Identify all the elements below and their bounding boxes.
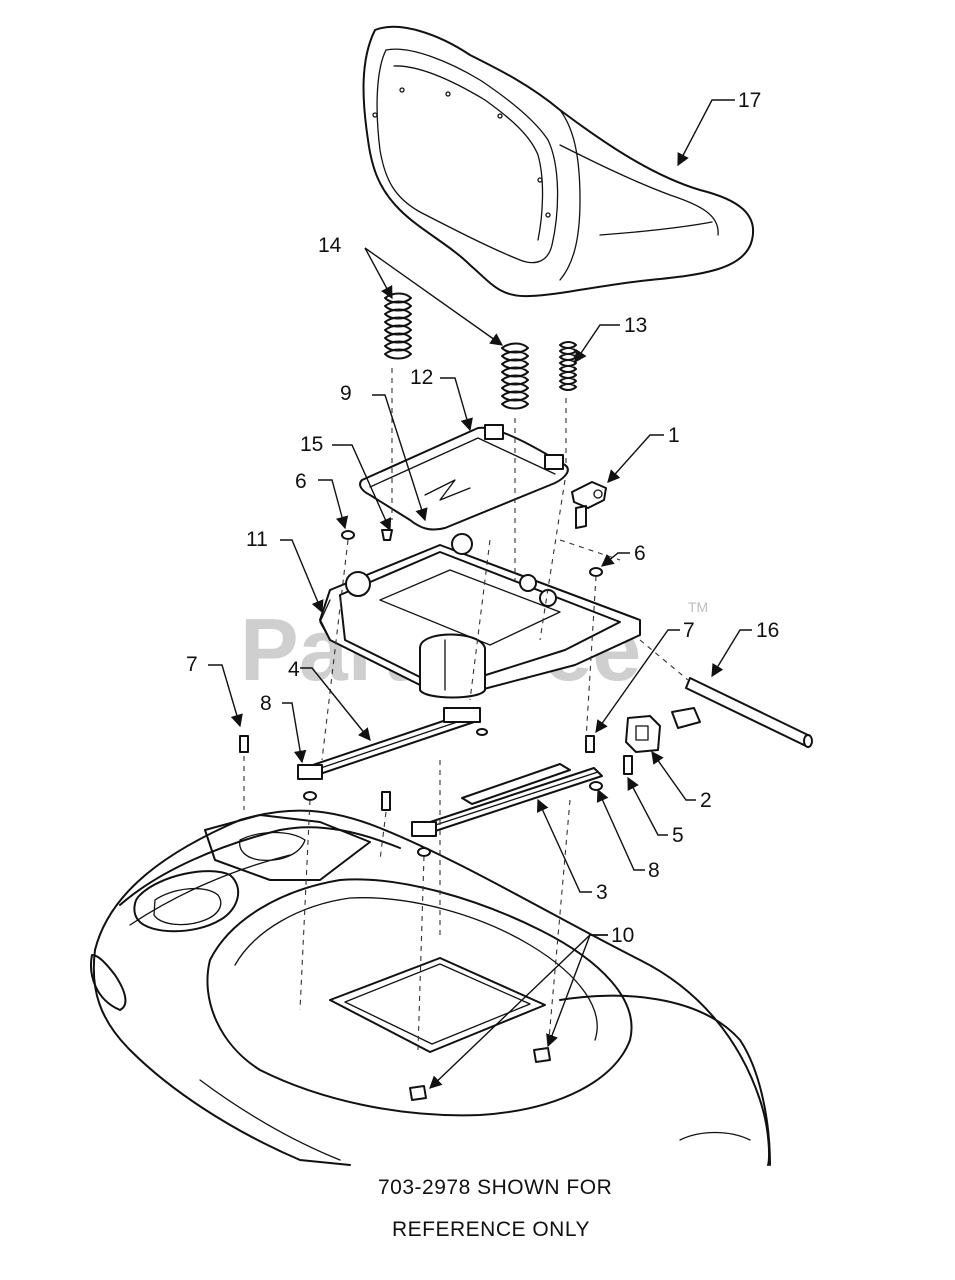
callout-1: 1 <box>668 424 680 447</box>
callout-12: 12 <box>410 366 433 389</box>
callout-16: 16 <box>756 619 779 642</box>
callout-5: 5 <box>672 824 684 847</box>
caption-line-2: REFERENCE ONLY <box>392 1218 590 1241</box>
callout-labels: 17 14 13 12 9 15 1 6 6 11 7 7 16 4 8 8 2… <box>186 89 779 947</box>
callout-10: 10 <box>611 924 634 947</box>
watermark-trademark: TM <box>688 599 708 615</box>
part-11-seat-base <box>319 533 641 699</box>
part-13-small-spring <box>559 341 577 391</box>
part-14-spring-right <box>501 342 529 410</box>
callout-13: 13 <box>624 314 647 337</box>
callout-8-left: 8 <box>260 692 272 715</box>
part-3-seat-rail <box>411 763 603 837</box>
assembly-guide-lines <box>243 368 689 1051</box>
mower-body-fender <box>90 809 771 1166</box>
callout-2: 2 <box>700 789 712 812</box>
callout-14: 14 <box>318 234 342 257</box>
part-1-switch-bracket <box>571 481 607 529</box>
part-17-seat <box>362 25 755 298</box>
callout-3: 3 <box>596 881 608 904</box>
callout-leaders <box>208 99 752 1089</box>
caption-line-1: 703-2978 SHOWN FOR <box>378 1176 612 1199</box>
part-5-pin <box>623 755 633 775</box>
callout-7-left: 7 <box>186 653 198 676</box>
callout-15: 15 <box>300 433 323 456</box>
callout-7-right: 7 <box>683 619 695 642</box>
callout-9: 9 <box>340 382 352 405</box>
part-14-spring-left <box>384 292 412 360</box>
callout-6-right: 6 <box>634 542 646 565</box>
part-16-rod <box>685 677 813 748</box>
callout-11: 11 <box>246 528 268 551</box>
hardware-bolts <box>239 529 603 1101</box>
part-4-seat-rail <box>297 707 481 780</box>
callout-17: 17 <box>738 89 761 112</box>
callout-4: 4 <box>288 658 300 681</box>
part-12-seat-plate <box>359 424 569 531</box>
callout-6-upper: 6 <box>295 470 307 493</box>
part-2-switch-bracket <box>625 707 701 753</box>
callout-8-right: 8 <box>648 859 660 882</box>
